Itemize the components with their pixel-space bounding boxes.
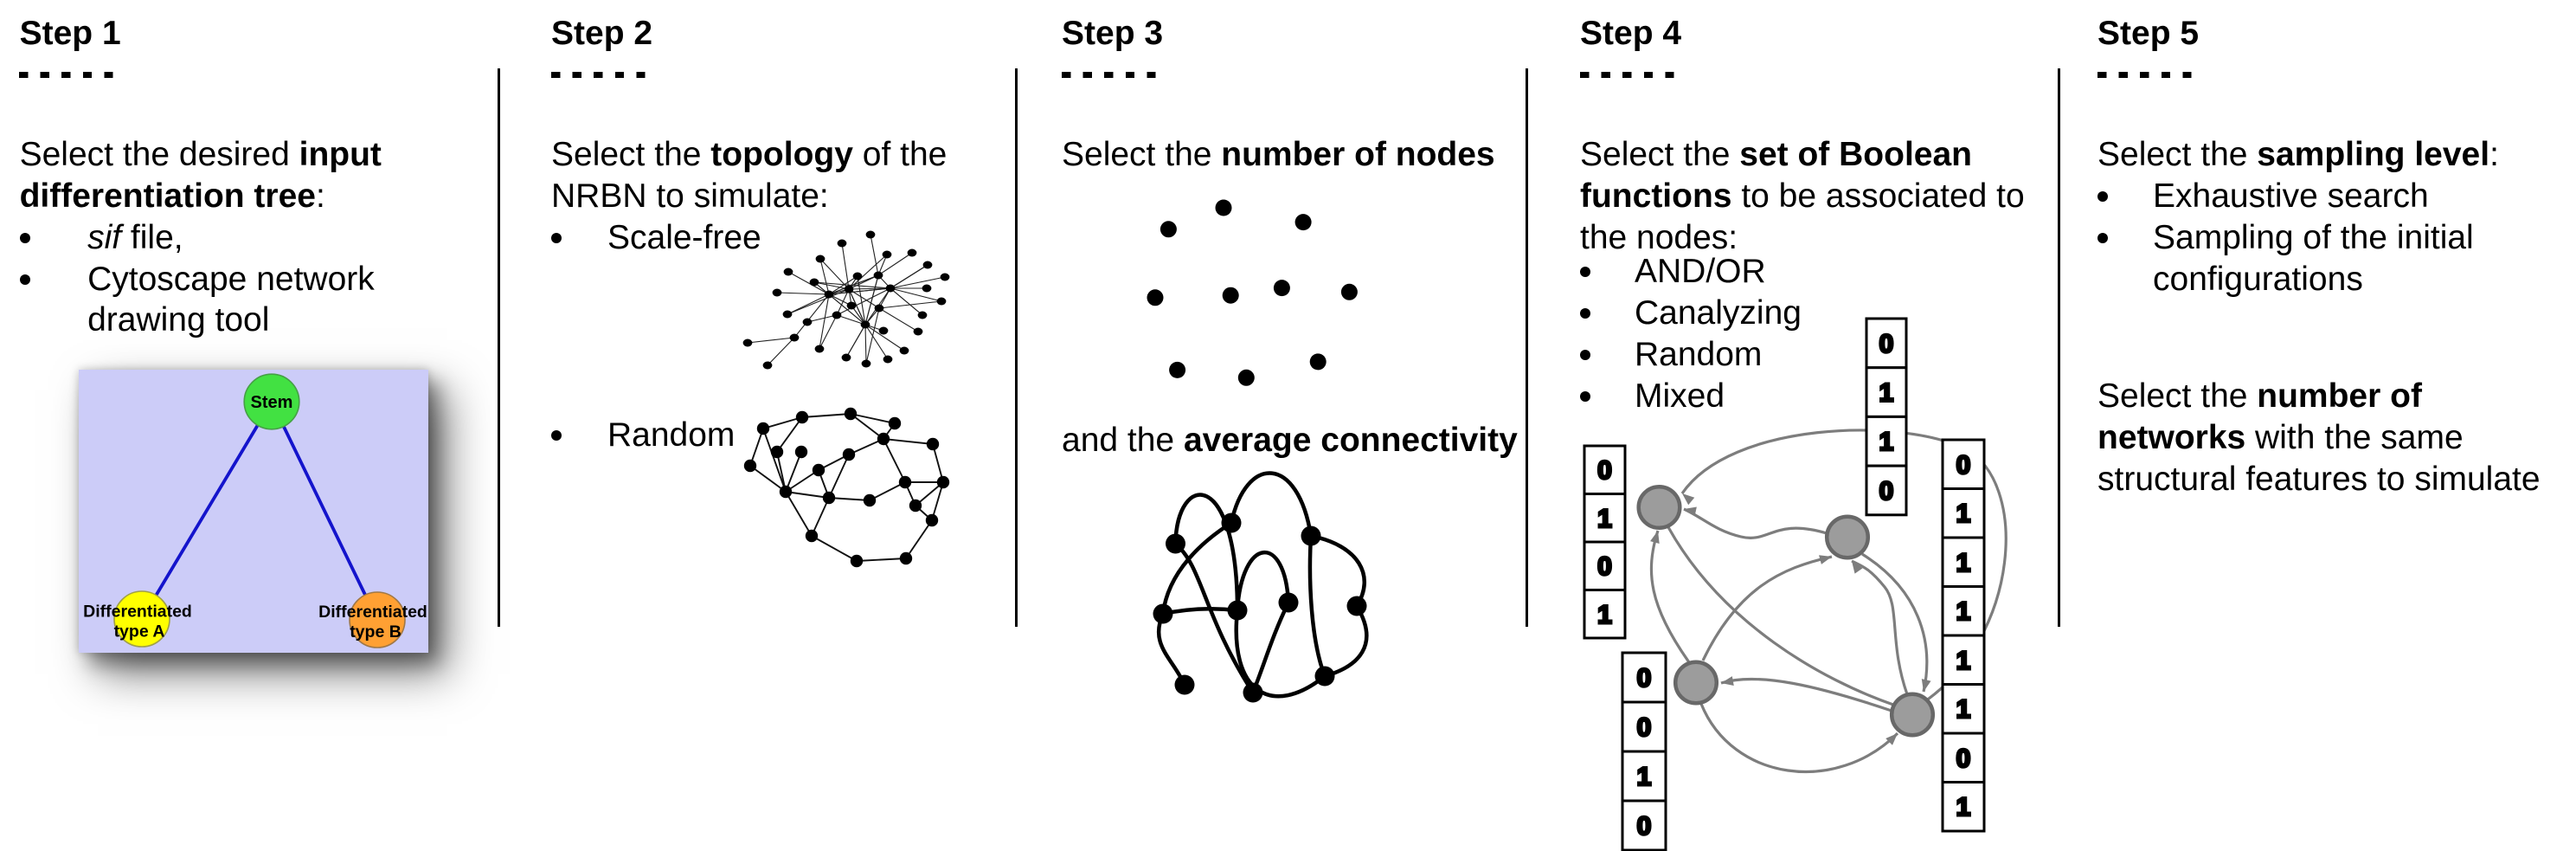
svg-text:0: 0 bbox=[1956, 451, 1971, 480]
svg-text:Differentiated: Differentiated bbox=[83, 603, 192, 622]
svg-text:1: 1 bbox=[1956, 500, 1971, 528]
svg-text:1: 1 bbox=[1956, 793, 1971, 822]
svg-text:0: 0 bbox=[1597, 552, 1612, 581]
svg-text:Stem: Stem bbox=[251, 393, 293, 412]
svg-text:1: 1 bbox=[1956, 695, 1971, 724]
svg-text:0: 0 bbox=[1879, 477, 1894, 506]
svg-text:0: 0 bbox=[1637, 713, 1652, 742]
svg-text:1: 1 bbox=[1879, 379, 1894, 408]
svg-text:0: 0 bbox=[1879, 330, 1894, 358]
svg-text:1: 1 bbox=[1637, 763, 1652, 791]
svg-text:Differentiated: Differentiated bbox=[318, 603, 427, 622]
svg-text:0: 0 bbox=[1956, 745, 1971, 773]
svg-text:1: 1 bbox=[1956, 549, 1971, 577]
svg-text:1: 1 bbox=[1597, 601, 1612, 629]
svg-text:1: 1 bbox=[1597, 505, 1612, 533]
svg-text:1: 1 bbox=[1956, 597, 1971, 626]
svg-text:type B: type B bbox=[350, 622, 401, 641]
svg-text:1: 1 bbox=[1879, 428, 1894, 456]
svg-text:0: 0 bbox=[1637, 812, 1652, 841]
svg-text:type A: type A bbox=[114, 622, 165, 641]
svg-text:0: 0 bbox=[1637, 664, 1652, 693]
svg-text:1: 1 bbox=[1956, 647, 1971, 675]
svg-text:0: 0 bbox=[1597, 456, 1612, 485]
